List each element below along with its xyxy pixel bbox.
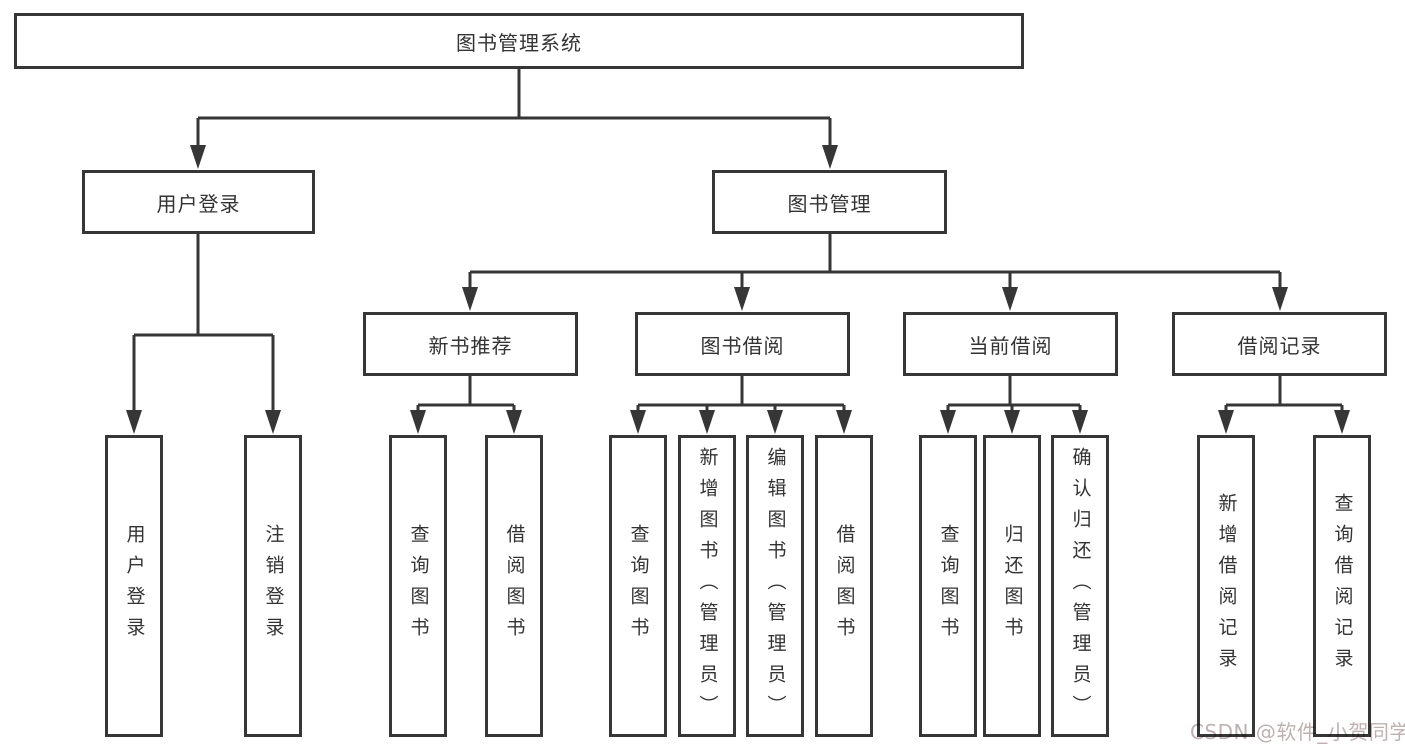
leaf-add-borrow-record: 新增借阅记录 [1197,435,1255,737]
arrow-down-icon [699,410,715,434]
wire-current-borrow [946,376,1082,414]
arrow-down-icon [836,410,852,434]
arrow-down-icon [1334,410,1350,434]
node-book-borrow: 图书借阅 [635,312,850,376]
leaf-query-books: 查询图书 [389,435,447,737]
leaf-query-books-2: 查询图书 [609,435,667,737]
arrow-down-icon [1004,410,1020,434]
leaf-label: 注销登录 [262,524,285,648]
leaf-label: 查询借阅记录 [1331,493,1354,679]
node-label: 用户登录 [156,191,241,216]
arrow-down-icon [822,145,838,169]
leaf-label: 查询图书 [937,524,960,648]
arrow-down-icon [462,287,478,311]
leaf-borrow-books-2: 借阅图书 [815,435,873,737]
leaf-query-borrow-record: 查询借阅记录 [1313,435,1371,737]
leaf-label: 新增图书（管理员） [696,446,719,726]
arrow-down-icon [190,145,206,169]
leaf-label: 借阅图书 [503,524,526,648]
leaf-user-login: 用户登录 [105,435,163,737]
leaf-logout-login: 注销登录 [244,435,302,737]
node-book-management: 图书管理 [712,170,947,234]
node-label: 图书管理系统 [456,30,582,55]
wire-root [196,68,832,148]
arrowheads [126,145,1350,434]
leaf-label: 新增借阅记录 [1215,493,1238,679]
arrow-down-icon [410,410,426,434]
leaf-borrow-books: 借阅图书 [485,435,543,737]
wire-new-book [416,376,516,414]
leaf-confirm-return-admin: 确认归还（管理员） [1051,435,1109,737]
wire-user-login [132,234,275,413]
arrow-down-icon [1002,287,1018,311]
arrow-down-icon [734,287,750,311]
node-label: 图书借阅 [700,333,785,358]
node-current-borrow: 当前借阅 [903,312,1118,376]
leaf-return-book: 归还图书 [983,435,1041,737]
wire-borrow-records [1224,376,1344,414]
node-user-login: 用户登录 [82,170,315,234]
node-label: 借阅记录 [1237,333,1322,358]
node-borrow-records: 借阅记录 [1172,312,1387,376]
node-label: 新书推荐 [428,333,513,358]
arrow-down-icon [506,410,522,434]
leaf-add-book-admin: 新增图书（管理员） [678,435,736,737]
leaf-label: 查询图书 [627,524,650,648]
node-label: 当前借阅 [968,333,1053,358]
node-library-management-system: 图书管理系统 [14,13,1024,69]
leaf-edit-book-admin: 编辑图书（管理员） [746,435,804,737]
arrow-down-icon [1072,410,1088,434]
wire-book-borrow [636,376,846,414]
arrow-down-icon [630,410,646,434]
node-new-book-recommend: 新书推荐 [363,312,578,376]
arrow-down-icon [126,410,142,434]
leaf-label: 归还图书 [1001,524,1024,648]
leaf-query-books-3: 查询图书 [919,435,977,737]
watermark: CSDN @软件_小贺同学 [1190,720,1405,744]
arrow-down-icon [265,410,281,434]
wire-book-mgmt [468,234,1282,291]
node-label: 图书管理 [787,191,872,216]
arrow-down-icon [1218,410,1234,434]
leaf-label: 查询图书 [407,524,430,648]
leaf-label: 用户登录 [123,524,146,648]
leaf-label: 确认归还（管理员） [1069,446,1092,726]
arrow-down-icon [940,410,956,434]
arrow-down-icon [767,410,783,434]
arrow-down-icon [1272,287,1288,311]
leaf-label: 编辑图书（管理员） [764,446,787,726]
leaf-label: 借阅图书 [833,524,856,648]
